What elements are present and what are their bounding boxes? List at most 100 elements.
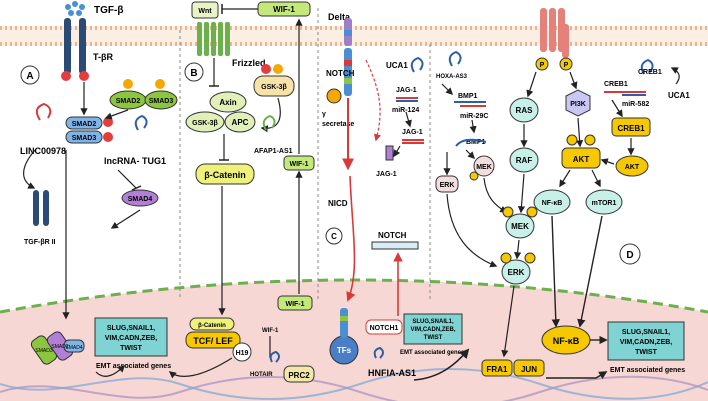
erk-right-shape xyxy=(501,259,531,285)
hoxa-hairpin-icon xyxy=(448,50,462,67)
panel-a-letter: A xyxy=(26,71,33,82)
tgf-beta-label: TGF-β xyxy=(94,5,123,16)
panel-d-letter: D xyxy=(626,250,633,261)
tgf-beta-receptor xyxy=(61,18,89,81)
emt-c-label: EMT associated genes xyxy=(400,350,465,356)
afap-hairpin-icon xyxy=(262,114,276,131)
tgfbr2-label: TGF-βR II xyxy=(24,239,56,246)
jag1-bottom-label: JAG-1 xyxy=(376,171,397,178)
smad2-label-top: SMAD2 xyxy=(116,98,141,105)
mek-right-shape xyxy=(505,213,535,239)
hnfia-label: HNFIA-AS1 xyxy=(368,368,416,378)
tgfbr2-receptor xyxy=(33,190,49,226)
mek-left-shape xyxy=(473,155,495,177)
mir582-label: miR-582 xyxy=(622,101,649,108)
cell-membrane xyxy=(0,26,708,46)
wif1-gene-label: WIF-1 xyxy=(262,328,279,334)
emt-c-line2: VIM,CADN,ZEB, xyxy=(411,327,456,333)
nicd-nuclear-icon xyxy=(340,308,348,338)
prc2-shape xyxy=(283,365,315,383)
wif1-top-label: WIF-1 xyxy=(273,5,295,14)
smad2-label: SMAD2 xyxy=(72,121,97,128)
bmp1-top-label: BMP1 xyxy=(458,93,478,100)
smad-complex: SMAD3 SMAD2 SMAD4 xyxy=(30,331,85,365)
gsk-right-shape xyxy=(253,75,295,97)
jun-shape xyxy=(513,359,545,377)
emt-gene-box-d xyxy=(607,321,685,361)
emt-a-line1: SLUG,SNAIL1, xyxy=(107,325,155,332)
panel-b: B Wnt WIF-1 Frizzled Axin GSK-3β APC GSK… xyxy=(168,1,315,383)
panel-a: A TGF-β T-βR SMAD2 SMAD3 SMAD2 SMAD3 xyxy=(20,1,178,377)
raf-label: RAF xyxy=(516,156,533,165)
frizzled-receptor xyxy=(197,22,230,56)
tcf-lef-shape xyxy=(185,331,241,349)
panel-dividers xyxy=(179,8,431,300)
akt-shape xyxy=(561,147,601,169)
tgf-beta-ligand xyxy=(65,1,85,16)
creb-top-label: CREB1 xyxy=(638,69,662,76)
wif1-nuc-box xyxy=(277,295,313,311)
tug1-hairpin-icon xyxy=(134,114,148,131)
uca1-d-label: UCA1 xyxy=(668,91,690,100)
emt-c-line3: TWIST xyxy=(424,335,443,341)
notch-label: NOTCH xyxy=(326,69,355,78)
wif1-nuc-label: WIF-1 xyxy=(285,301,304,308)
panel-d: P P HOXA-AS3 BMP1 miR-29C BMP1 ERK MEK R… xyxy=(435,8,690,380)
panel-a-marker xyxy=(20,65,40,85)
emt-a-label: EMT associated genes xyxy=(96,363,171,370)
hoxa-label: HOXA-AS3 xyxy=(436,74,468,80)
ras-shape xyxy=(509,97,539,123)
h19-circle xyxy=(232,342,252,362)
emt-d-label: EMT associated genes xyxy=(610,367,685,374)
panel-b-marker xyxy=(184,62,204,82)
pi3k-shape xyxy=(565,89,591,117)
hotair-hairpin-icon xyxy=(269,350,280,363)
mtor-shape xyxy=(585,189,623,215)
raf-shape xyxy=(509,147,539,173)
erk-left-label: ERK xyxy=(440,182,455,189)
nfkb-nuclear-label: NF-κB xyxy=(553,336,580,346)
beta-catenin-label: β-Catenin xyxy=(204,170,246,180)
emt-d-line3: TWIST xyxy=(635,349,657,356)
mtor-label: mTOR1 xyxy=(592,200,617,207)
apc-label: APC xyxy=(232,118,249,127)
creb-shape xyxy=(611,117,651,137)
prc2-label: PRC2 xyxy=(288,371,310,380)
akt-label: AKT xyxy=(573,155,590,164)
rtk-receptor xyxy=(540,8,569,58)
notch-receptor xyxy=(344,48,352,96)
notch1-box xyxy=(365,319,403,335)
hotair-label: HOTAIR xyxy=(250,372,273,378)
tcf-cap-shape xyxy=(189,317,235,331)
h19-label: H19 xyxy=(236,350,249,357)
fra1-shape xyxy=(481,359,513,377)
tfs-label: TFs xyxy=(337,346,352,355)
afap-label: AFAP1-AS1 xyxy=(254,148,293,155)
creb-label: CREB1 xyxy=(617,124,645,133)
panel-d-marker xyxy=(619,243,641,265)
linc00978-label: LINC00978 xyxy=(20,146,66,156)
akt-right-shape xyxy=(615,155,649,177)
emt-d-line1: SLUG,SNAIL1, xyxy=(622,329,670,336)
beta-catenin-shape xyxy=(195,163,255,185)
panel-c-letter: C xyxy=(331,232,337,241)
emt-gene-box-a xyxy=(94,317,168,357)
pi3k-label: PI3K xyxy=(570,101,586,108)
creb-hairpin-icon xyxy=(640,58,654,75)
uca1-c-hairpin-icon xyxy=(410,56,424,73)
complex-smad3: SMAD3 xyxy=(35,348,52,354)
uca1-c-label: UCA1 xyxy=(386,61,408,70)
panel-c-marker xyxy=(325,227,343,245)
erk-left-shape xyxy=(435,175,459,193)
receptor-label: T-βR xyxy=(93,52,113,62)
gamma-label: γ xyxy=(322,111,326,118)
complex-smad4: SMAD4 xyxy=(65,345,82,351)
creb-mid-label: CREB1 xyxy=(604,81,628,88)
nicd-label: NICD xyxy=(328,199,348,208)
notch-gene-label: NOTCH xyxy=(378,231,407,240)
complex-smad2: SMAD2 xyxy=(51,344,68,350)
delta-ligand xyxy=(344,18,352,46)
bmp1-bottom-label: BMP1 xyxy=(466,139,486,146)
smad3-label-top: SMAD3 xyxy=(149,98,174,105)
